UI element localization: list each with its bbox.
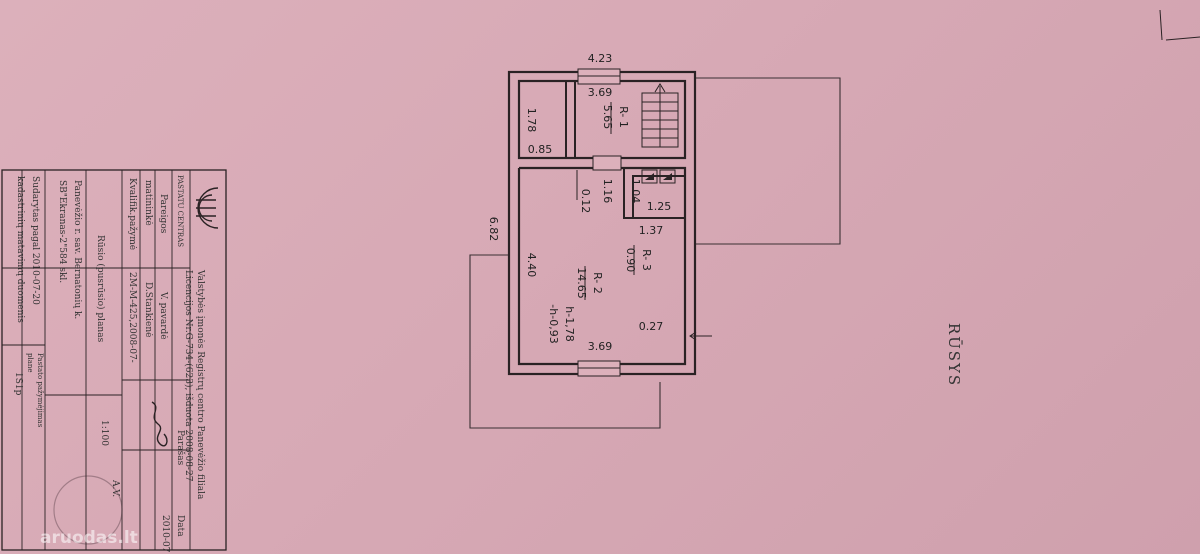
row1-date: 2010-07 (160, 515, 170, 553)
dim-r1-height: 1.78 (525, 108, 538, 133)
dim-r3-height: 1.04 (629, 179, 642, 204)
av-mark: A.V. (110, 479, 120, 497)
signature (151, 401, 168, 447)
row1-role: matininkė (143, 180, 153, 226)
dim-r1-small: 0.85 (528, 143, 553, 156)
stamp-text: PASTATU CENTRAS (176, 175, 184, 247)
org-line-2: Licencijos Nr.G-734-(623), išduota 2008-… (183, 270, 194, 482)
dimension-arrow (576, 170, 712, 341)
doors-windows (577, 68, 622, 377)
interior-walls (565, 81, 686, 219)
dim-r3-width: 1.25 (647, 200, 672, 213)
address-line-2: SB"Ekranas-2"584 skl. (57, 180, 67, 283)
room-r1-label: R- 1 (617, 106, 630, 128)
col-parasas: Parašas (175, 430, 186, 466)
stamp-emblem-icon (196, 187, 219, 229)
dim-r2-step: 1.37 (639, 224, 664, 237)
room-r2-label: R- 2 (591, 272, 604, 294)
room-r2-height-1: h-1,78 (563, 306, 576, 341)
org-line-1: Valstybės įmonės Registrų centro Panevėž… (195, 269, 206, 500)
col-pareigos: Pareigos (158, 194, 168, 234)
building-label-2: plane (26, 353, 34, 373)
prepared-line-1: Sudarytas pagal 2010-07-20 (30, 176, 40, 305)
title-block: PASTATU CENTRAS Valstybės įmonės Registr… (1, 169, 227, 553)
room-r3-area: 0.90 (624, 248, 637, 273)
fixtures (641, 169, 676, 184)
room-r2-height-2: -h-0,93 (547, 304, 560, 343)
row2-role: Kvalifik.pažymė (127, 178, 138, 250)
dim-top-width: 4.23 (588, 52, 613, 65)
staircase (641, 83, 679, 148)
dim-corridor-1: 1.16 (601, 179, 614, 204)
building-code: 1S1p (13, 372, 23, 396)
dim-r2-small: 0.27 (639, 320, 664, 333)
scale: 1:100 (99, 420, 109, 446)
room-r2-area: 14.65 (575, 267, 588, 299)
room-r3-label: R- 3 (640, 249, 653, 271)
dim-r2-width: 3.69 (588, 340, 613, 353)
row1-name: D.Stankienė (143, 282, 153, 337)
dim-total-height: 6.82 (487, 217, 500, 242)
room-r1-area: 5.65 (601, 105, 614, 130)
edge-marks (1159, 9, 1200, 41)
col-data: Data (175, 515, 185, 537)
rusys-label: RŪSYS (945, 323, 963, 387)
dim-corridor-2: 0.12 (579, 189, 592, 214)
prepared-line-2: kadastrinių matavimų duomenis (15, 176, 25, 323)
official-seal (53, 475, 123, 545)
row2-value: 2M-M-425,2008-07- (127, 272, 137, 363)
watermark: aruodas.lt (40, 528, 138, 548)
col-vpavarde: V. pavardė (158, 291, 168, 340)
building-outline (469, 77, 841, 429)
doc-title: Rūsio (pusrūsio) planas (95, 235, 106, 343)
dim-r1-width: 3.69 (588, 86, 613, 99)
address-line-1: Panevėžio r. sav. Bernatonių k. (72, 180, 83, 319)
building-label-1: Pastato pažymėjimas (36, 353, 44, 428)
dim-r2-height: 4.40 (525, 253, 538, 278)
